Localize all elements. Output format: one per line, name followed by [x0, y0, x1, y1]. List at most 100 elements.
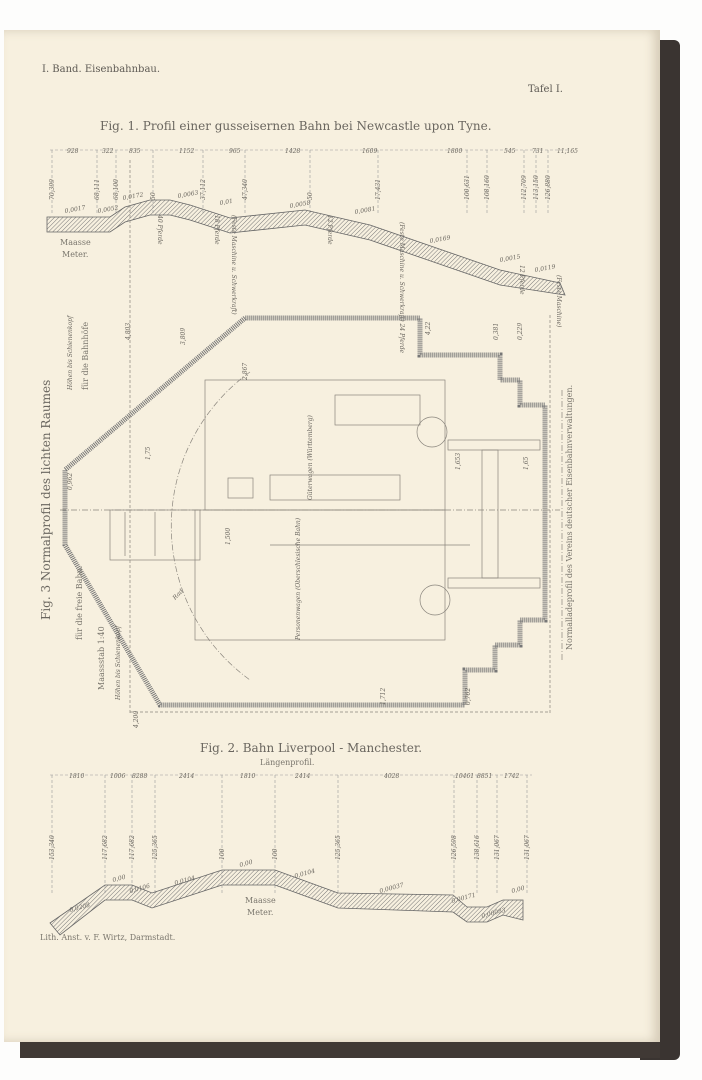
fig2-subtitle: Längenprofil.: [260, 758, 314, 767]
fig2-scale-2: Meter.: [247, 908, 273, 917]
fig2-height: 100: [272, 848, 279, 860]
fig1-distance: 835: [129, 148, 141, 155]
fig1-distance: 731: [532, 148, 543, 155]
fig2-grade: 0,00: [511, 885, 526, 895]
fig3-dimension: 1,65: [523, 456, 530, 470]
fig2-height: 126,598: [451, 835, 458, 860]
fig3-right-legend: Normalladeprofil des Vereins deutscher E…: [565, 385, 574, 650]
fig2-distance: 4028: [383, 773, 399, 780]
fig1-grade: 0,01: [219, 198, 233, 207]
fig1-distance: 928: [67, 148, 79, 155]
fig1-height: 68,100: [113, 179, 120, 200]
fig1-height: 47,340: [242, 179, 249, 201]
fig1-scale-1: Maasse: [60, 238, 91, 247]
fig3-dimension: 1,75: [145, 446, 152, 460]
fig3-dimension: 0,381: [493, 323, 500, 340]
fig1-station: 18 Pferde: [213, 215, 220, 245]
fig1-grade: 0,0052: [97, 204, 119, 215]
fig1-height: 70,399: [49, 179, 56, 200]
fig1-height: 37,112: [200, 179, 207, 200]
fig3-wheel: Rad: [171, 588, 185, 602]
book-cover-bottom: [20, 1040, 660, 1058]
fig3-dimension: 1,712: [380, 688, 387, 705]
fig1-grade: 0,0017: [64, 204, 86, 215]
fig3-scale: Maassstab 1:40: [97, 626, 106, 690]
fig3-title: Fig. 3 Normalprofil des lichten Raumes: [39, 380, 53, 620]
fig1-distance: 545: [504, 148, 516, 155]
fig3-dimension: 4,803: [125, 323, 132, 341]
fig2-distance: 8288: [132, 773, 147, 780]
fig1-height: 17,431: [375, 179, 382, 200]
fig1-grade: 0,0172: [122, 191, 144, 202]
fig1-grade: 0,0058: [289, 199, 311, 210]
fig3-dimension: 0,229: [517, 323, 524, 340]
fig3-dimension: 4,200: [133, 711, 140, 729]
fig1-height: 50: [307, 192, 314, 200]
fig1-distance: 1428: [285, 148, 300, 155]
fig1-distance: 965: [229, 148, 241, 155]
fig3-wagon2: Personenwagen (Oberschlesische Bahn): [295, 517, 302, 641]
fig1-station: 40 Pferde: [156, 214, 163, 245]
fig2-height: 100: [219, 848, 226, 860]
fig2-distance: 2414: [178, 773, 194, 780]
fig3-dimension: 2,867: [242, 363, 249, 381]
fig2-title: Fig. 2. Bahn Liverpool - Manchester.: [200, 741, 422, 755]
fig1-grade: 0,0169: [429, 234, 451, 245]
fig2-grade: 0,00: [239, 859, 254, 869]
fig3-heights-top: Höhen bis Schienenkopf: [67, 314, 74, 391]
fig3-wagon-drawing: [60, 160, 563, 715]
fig1-station: (Feste Maschine u. Schwerkraft) 24 Pferd…: [398, 222, 405, 354]
fig1-grade: 0,0015: [499, 253, 521, 264]
fig1-height: 126,880: [545, 175, 552, 200]
fig2-grade: 0,00037: [379, 882, 405, 895]
fig3-stations: für die Bahnhöfe: [81, 322, 90, 390]
fig2-scale-1: Maasse: [245, 896, 276, 905]
book-page: [4, 30, 660, 1042]
fig1-grade: 0,0119: [534, 263, 556, 274]
fig2-distance: 1742: [504, 773, 519, 780]
fig2-profile: [49, 869, 524, 936]
fig3-wagon1: Güterwagen (Württemberg): [307, 414, 314, 500]
header-left: I. Band. Eisenbahnbau.: [42, 64, 160, 75]
fig1-distance: 1609: [362, 148, 377, 155]
fig3-clearance-outline: [62, 315, 548, 708]
fig1-distance: 1152: [179, 148, 194, 155]
fig1-distance: 1800: [447, 148, 462, 155]
fig3-dimension: 3,809: [180, 328, 187, 345]
fig2-distance: 2414: [294, 773, 310, 780]
fig1-title: Fig. 1. Profil einer gusseisernen Bahn b…: [100, 119, 492, 133]
fig2-distance: 1006: [110, 773, 125, 780]
fig2-distance: 8851: [477, 773, 492, 780]
fig2-height: 131,067: [494, 835, 501, 860]
fig3-dimension: 4,22: [425, 321, 432, 336]
fig1-height: 50: [150, 192, 157, 200]
fig1-height: 68,111: [94, 179, 101, 200]
fig1-scale-2: Meter.: [62, 250, 88, 259]
fig1-grade: 0,0063: [177, 189, 199, 200]
fig2-height: 131,067: [524, 835, 531, 860]
fig2-height: 125,365: [335, 835, 342, 860]
fig3-free-line: für die freie Bahn.: [75, 566, 84, 640]
header-right: Tafel I.: [528, 84, 563, 95]
fig1-distance: 11,165: [557, 148, 578, 155]
fig2-height: 153,340: [49, 835, 56, 860]
fig1-height: 108,160: [484, 175, 491, 200]
fig1-grade: 0,0081: [354, 205, 376, 216]
fig1-height: 113,150: [533, 175, 540, 200]
fig1-height: 112,709: [521, 175, 528, 200]
fig2-distance: 10461: [455, 773, 474, 780]
fig3-heights-bottom: Höhen bis Schienenkopf: [115, 624, 122, 701]
fig1-distance: 322: [102, 148, 114, 155]
fig1-height: 100,631: [464, 175, 471, 200]
fig3-dimension: 0,962: [67, 473, 74, 490]
fig1-profile: [46, 199, 566, 296]
fig2-height: 138,616: [474, 835, 481, 860]
fig3-dimension: 1,500: [225, 528, 232, 545]
fig2-grade: 0,00: [112, 874, 127, 884]
fig3-dimension: 0,762: [465, 688, 472, 705]
fig2-height: 125,365: [152, 835, 159, 860]
fig2-distance: 1810: [69, 773, 84, 780]
fig3-dimension: 1,653: [455, 453, 462, 470]
fig2-height: 117,682: [102, 835, 109, 860]
